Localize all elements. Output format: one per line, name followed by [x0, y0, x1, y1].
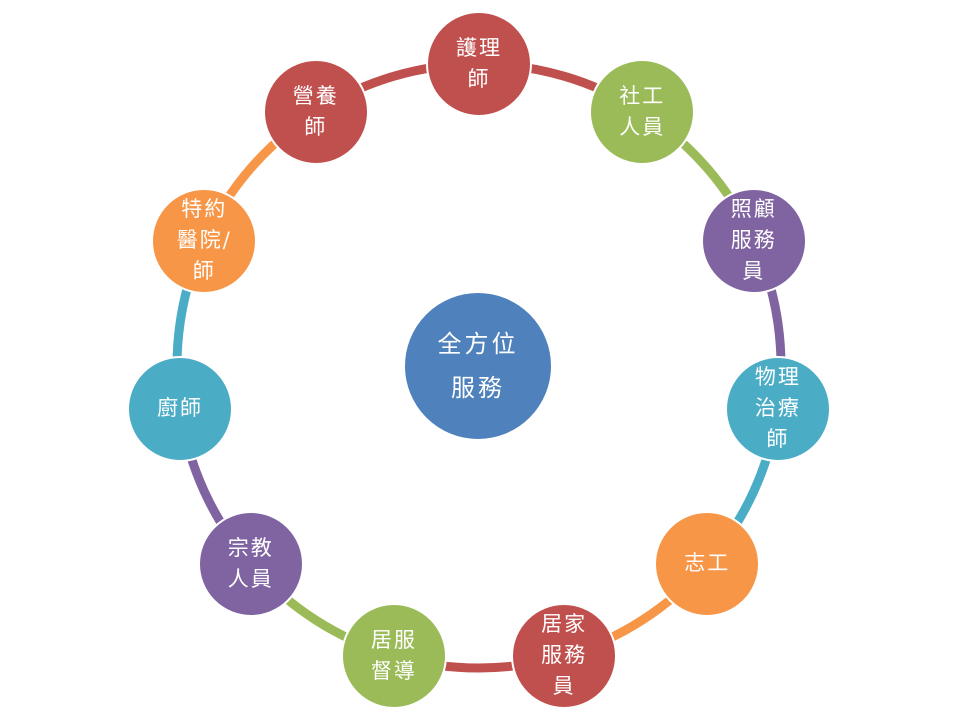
- role-node-care-attendant: 照顧 服務 員: [700, 187, 807, 294]
- role-node-social-worker: 社工 人員: [589, 58, 696, 165]
- role-node-chef: 廚師: [127, 355, 234, 462]
- role-node-physical-therapist: 物理 治療 師: [724, 355, 831, 462]
- role-node-dietitian: 營養 師: [262, 58, 369, 165]
- role-node-home-care-worker: 居家 服務 員: [511, 602, 618, 709]
- role-node-label: 特約 醫院/ 師: [176, 197, 232, 284]
- role-node-label: 護理 師: [456, 36, 502, 91]
- role-node-label: 居服 督導: [370, 627, 417, 683]
- role-node-volunteer: 志工: [654, 510, 761, 617]
- role-node-home-service-supervisor: 居服 督導: [340, 602, 447, 709]
- role-node-religious-staff: 宗教 人員: [197, 510, 304, 617]
- center-node: 全方位 服務: [403, 291, 553, 441]
- role-node-label: 志工: [684, 551, 731, 576]
- role-node-label: 照顧 服務 員: [730, 197, 777, 284]
- role-node-label: 廚師: [157, 396, 204, 421]
- role-node-contracted-hospital-doctor: 特約 醫院/ 師: [151, 187, 258, 294]
- center-node-label: 全方位 服務: [437, 330, 519, 402]
- role-node-nurse: 護理 師: [426, 11, 532, 117]
- role-node-label: 物理 治療 師: [754, 365, 801, 452]
- role-node-label: 營養 師: [292, 83, 339, 139]
- role-node-label: 宗教 人員: [227, 535, 274, 591]
- role-node-label: 居家 服務 員: [541, 612, 588, 699]
- role-node-label: 社工 人員: [619, 83, 666, 139]
